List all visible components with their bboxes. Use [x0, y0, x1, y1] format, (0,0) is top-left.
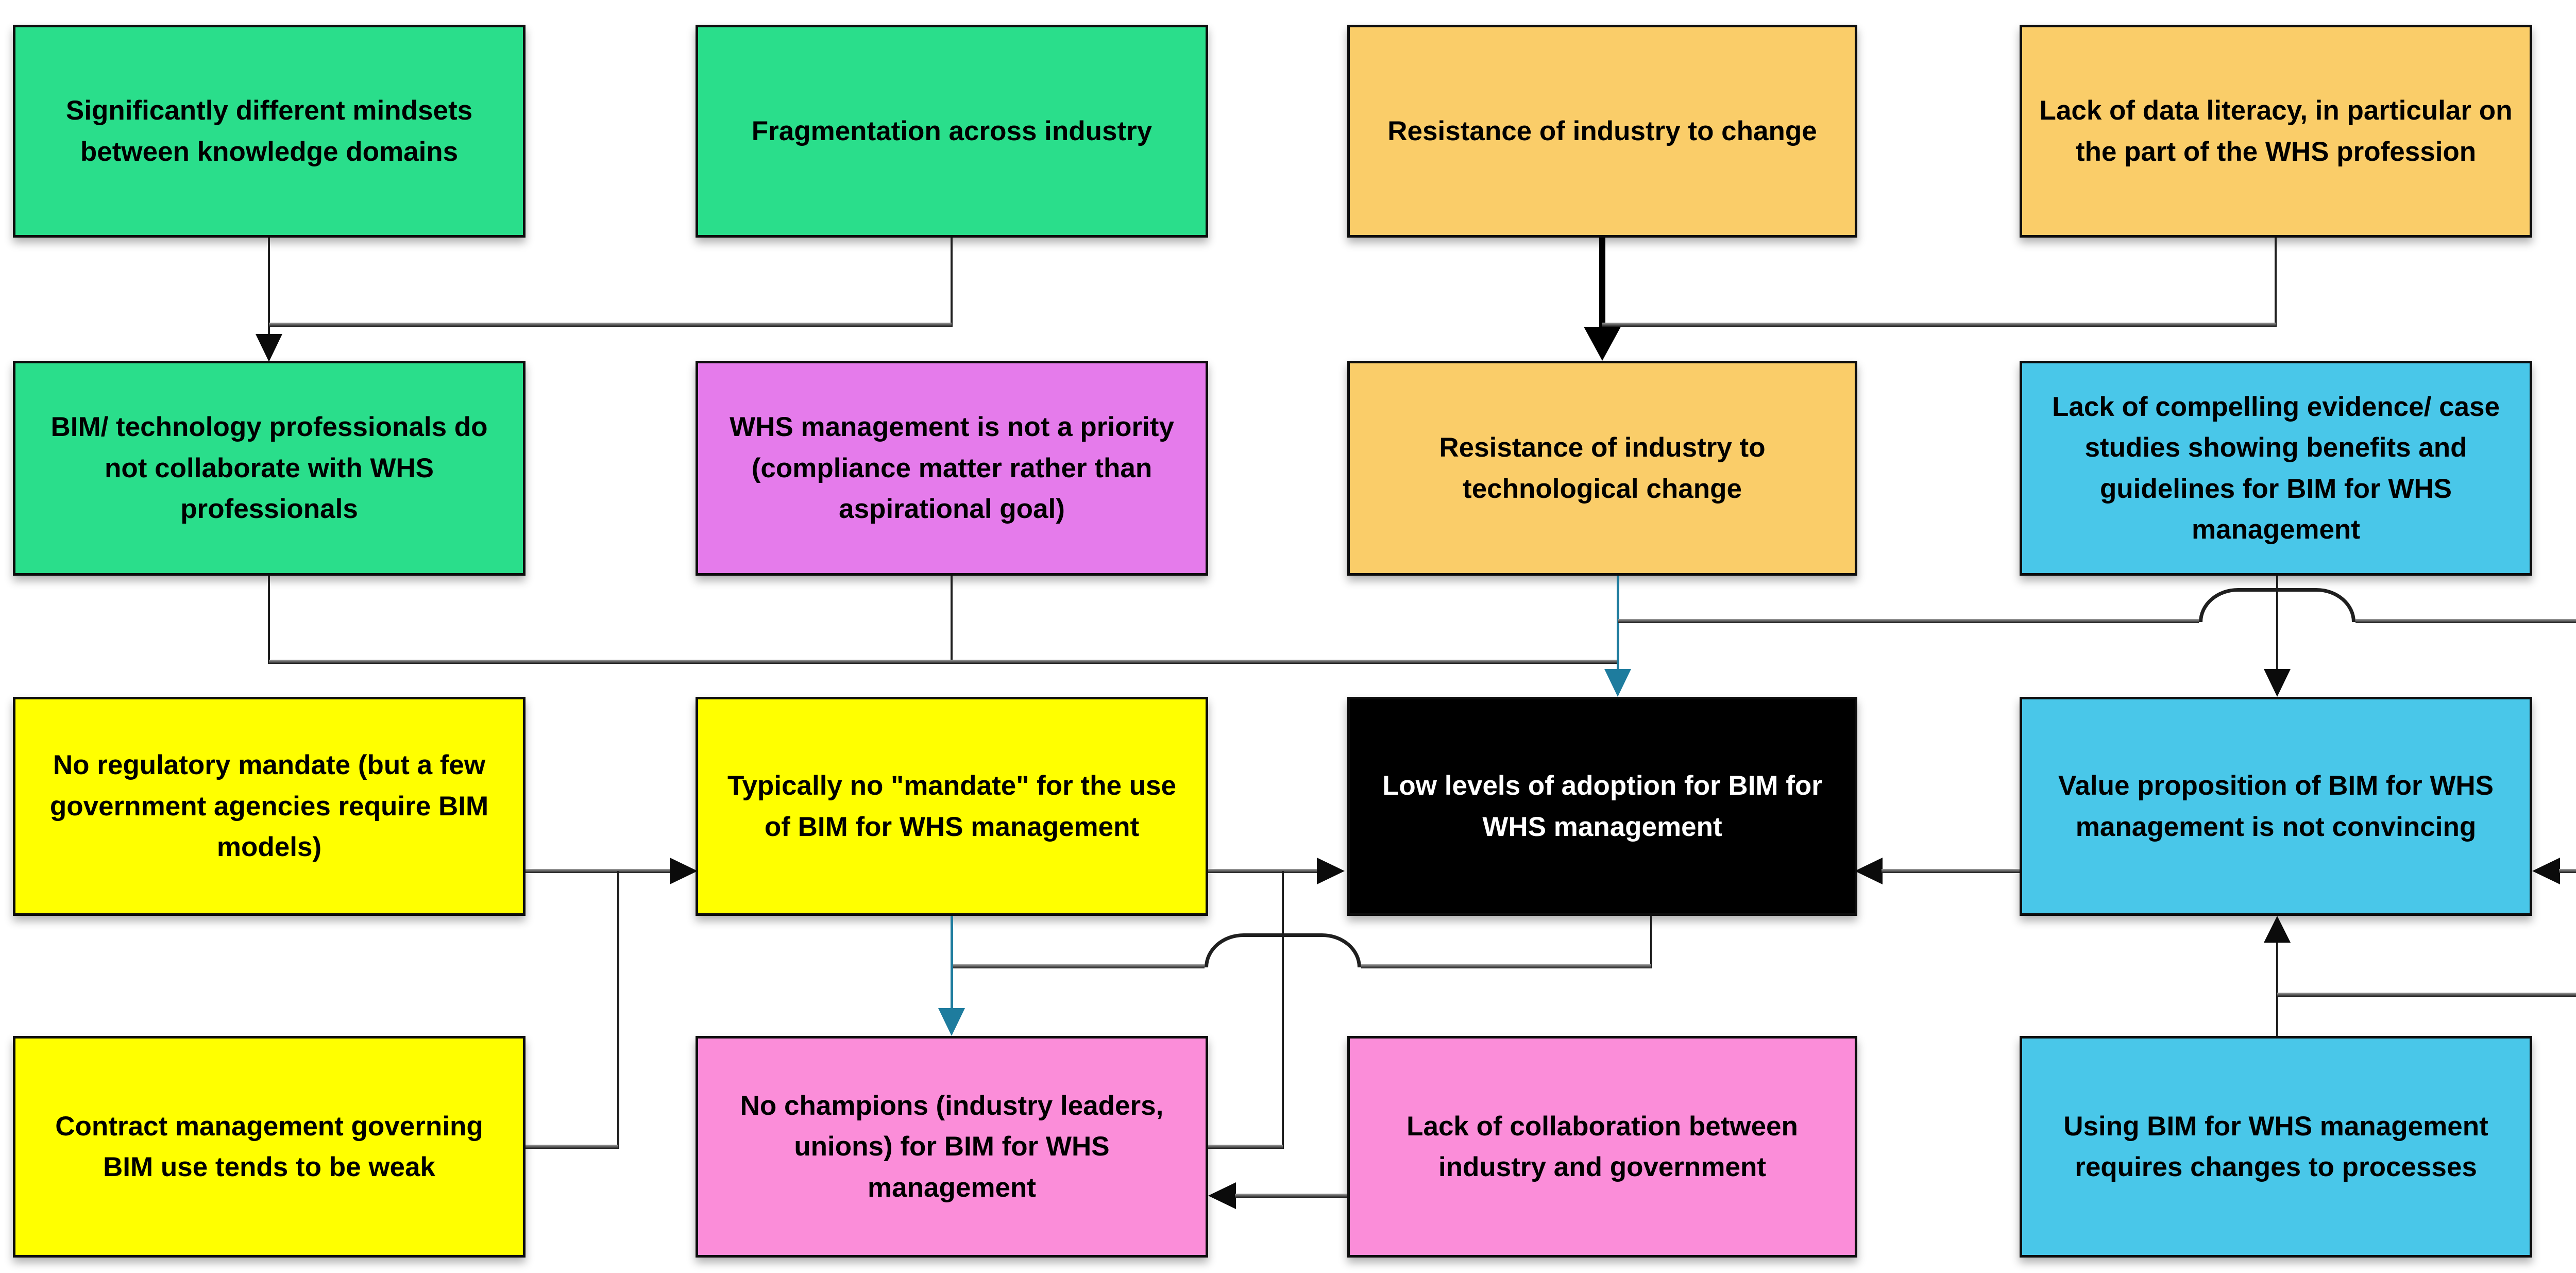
- node-label: WHS management is not a priority (compli…: [730, 412, 1174, 525]
- conn-fragmentation-rail: [269, 323, 952, 327]
- conn-whs-not-priority-drop: [951, 576, 953, 664]
- node-fragmentation-industry: Fragmentation across industry: [696, 25, 1208, 238]
- conn-process-change-riser: [2276, 943, 2278, 1036]
- conn-mindset-priority-rail: [269, 660, 1618, 664]
- node-no-bim-whs-mandate: Typically no "mandate" for the use of BI…: [696, 697, 1208, 916]
- arrowhead-into-low-adoption-right: [1855, 858, 1883, 884]
- node-label: Typically no "mandate" for the use of BI…: [727, 770, 1176, 842]
- arrowhead-teal-into-low-adoption: [1604, 669, 1631, 697]
- arrowhead-into-value-proposition-right: [2532, 858, 2560, 884]
- arrowhead-teal-into-champions: [938, 1008, 965, 1036]
- conn-mandate-to-low-adoption-line: [1208, 869, 1319, 873]
- node-low-adoption-central: Low levels of adoption for BIM for WHS m…: [1347, 697, 1857, 916]
- conn-not-innovative-to-value-prop-line: [2559, 869, 2576, 873]
- conn-fragmentation-drop: [951, 238, 953, 327]
- node-resistance-to-change: Resistance of industry to change: [1347, 25, 1857, 238]
- node-label: Value proposition of BIM for WHS managem…: [2058, 770, 2494, 842]
- arrowhead-into-no-mandate: [670, 858, 698, 884]
- conn-evidence-drop: [2276, 576, 2278, 670]
- conn-contract-stub: [526, 1145, 618, 1149]
- conn-feedback-rail-right: [1361, 964, 1651, 968]
- conn-value-prop-to-low-adoption-line: [1882, 869, 2020, 873]
- conn-branch-into-champions-stub: [1208, 1145, 1283, 1149]
- node-label: Contract management governing BIM use te…: [55, 1111, 483, 1183]
- conn-regulatory-to-mandate-line: [526, 869, 671, 873]
- node-different-mindsets: Significantly different mindsets between…: [13, 25, 526, 238]
- node-lack-data-literacy: Lack of data literacy, in particular on …: [2020, 25, 2532, 238]
- conn-mandate-branch-to-champions: [1282, 871, 1284, 1149]
- node-label: Resistance of industry to technological …: [1439, 432, 1766, 504]
- arrowhead-into-champions-right: [1208, 1182, 1236, 1209]
- node-label: Significantly different mindsets between…: [65, 95, 473, 167]
- conn-resistance-change-drop-bold: [1599, 238, 1605, 330]
- conn-data-infrastructure-rail-left: [1618, 619, 2199, 623]
- conn-contract-riser: [617, 871, 619, 1149]
- node-label: Lack of collaboration between industry a…: [1406, 1111, 1798, 1183]
- node-label: No champions (industry leaders, unions) …: [740, 1090, 1164, 1203]
- node-value-proposition-not-convincing: Value proposition of BIM for WHS managem…: [2020, 697, 2532, 916]
- arrowhead-into-no-collaboration: [256, 334, 282, 362]
- node-no-collaboration-bim-whs: BIM/ technology professionals do not col…: [13, 361, 526, 576]
- node-no-champions: No champions (industry leaders, unions) …: [696, 1036, 1208, 1258]
- node-resistance-tech-change: Resistance of industry to technological …: [1347, 361, 1857, 576]
- conn-mindsets-drop: [268, 238, 270, 336]
- node-label: Lack of data literacy, in particular on …: [2039, 95, 2513, 167]
- arrowhead-into-value-proposition-top: [2264, 669, 2291, 697]
- node-label: Using BIM for WHS management requires ch…: [2063, 1111, 2488, 1183]
- node-bim-requires-process-change: Using BIM for WHS management requires ch…: [2020, 1036, 2532, 1258]
- conn-collaboration-to-champions-line: [1235, 1194, 1347, 1198]
- node-whs-not-priority: WHS management is not a priority (compli…: [696, 361, 1208, 576]
- node-label: Low levels of adoption for BIM for WHS m…: [1382, 770, 1822, 842]
- conn-resistance-tech-teal-drop: [1617, 576, 1619, 671]
- node-label: Fragmentation across industry: [751, 115, 1153, 146]
- arrowhead-into-low-adoption-left: [1317, 858, 1345, 884]
- line-hop-over-mandate-branch: [1205, 933, 1361, 967]
- conn-data-infrastructure-rail-right: [2355, 619, 2576, 623]
- conn-costly-rail: [2277, 993, 2576, 997]
- line-hop-over-evidence-drop: [2199, 588, 2355, 622]
- arrowhead-into-resistance-tech: [1584, 327, 1621, 361]
- conn-feedback-rail-left: [952, 964, 1205, 968]
- conn-data-literacy-drop: [2275, 238, 2277, 327]
- node-no-regulatory-mandate: No regulatory mandate (but a few governm…: [13, 697, 526, 916]
- conn-mandate-teal-drop-to-champions: [951, 916, 953, 1011]
- conn-low-adoption-feedback-drop: [1650, 916, 1652, 968]
- node-lack-compelling-evidence: Lack of compelling evidence/ case studie…: [2020, 361, 2532, 576]
- node-label: BIM/ technology professionals do not col…: [50, 412, 488, 525]
- conn-data-literacy-rail: [1602, 323, 2276, 327]
- node-label: No regulatory mandate (but a few governm…: [49, 750, 489, 863]
- arrowhead-into-value-proposition-bottom: [2264, 916, 2291, 943]
- node-lack-industry-government-collaboration: Lack of collaboration between industry a…: [1347, 1036, 1857, 1258]
- node-weak-contract-management: Contract management governing BIM use te…: [13, 1036, 526, 1258]
- node-label: Lack of compelling evidence/ case studie…: [2052, 391, 2500, 545]
- conn-no-collaboration-drop: [268, 576, 270, 664]
- node-label: Resistance of industry to change: [1387, 115, 1817, 146]
